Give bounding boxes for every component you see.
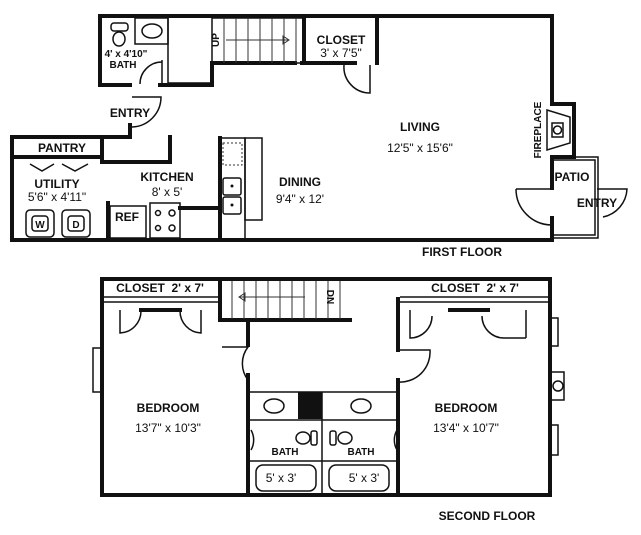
dining-label: DINING	[279, 175, 321, 189]
fireplace-icon	[546, 108, 571, 152]
dryer-icon	[61, 209, 91, 238]
sink-icon	[222, 196, 242, 215]
dryer-door	[67, 215, 85, 232]
bathtub-icon	[255, 464, 317, 492]
toilet-icon	[295, 431, 311, 445]
bathtub-icon	[328, 464, 390, 492]
bath-walls	[250, 391, 398, 495]
closet-left-doors[interactable]	[119, 309, 202, 334]
kitchen-label: KITCHEN	[140, 170, 193, 184]
drain-icon	[230, 203, 234, 207]
toilet-icon	[337, 431, 353, 445]
bath-right-label: BATH	[347, 447, 374, 458]
patio-fence	[554, 156, 599, 239]
tub-left-dims: 5' x 3'	[266, 471, 297, 485]
bath-left-label: BATH	[271, 447, 298, 458]
burner-icons	[154, 209, 176, 232]
closet-left-wall	[104, 296, 220, 303]
first-floor: 4' x 4'10" BATH ENTRY UP CLOSET 3' x 7'5…	[10, 14, 628, 259]
stair-treads	[231, 281, 341, 319]
chimney	[549, 371, 565, 401]
closet-door[interactable]	[343, 64, 371, 94]
dishwasher-icon	[222, 142, 243, 166]
fireplace-label: FIREPLACE	[533, 101, 544, 158]
utility-label: UTILITY	[34, 177, 79, 191]
toilet-bowl-icon	[112, 31, 126, 47]
patio-entry-label: ENTRY	[577, 196, 617, 210]
bath-label: BATH	[109, 60, 136, 71]
closet-label: CLOSET	[317, 33, 366, 47]
toilet-tank	[329, 430, 337, 446]
sink-icon	[134, 17, 169, 45]
arrow-right-icon	[226, 35, 290, 45]
bedroom-right-dims: 13'4" x 10'7"	[433, 421, 499, 435]
fireplace-box	[551, 122, 564, 138]
closet-right-wall	[400, 296, 548, 303]
second-floor: CLOSET 2' x 7' DN CLOSET 2' x 7' BEDROOM…	[92, 277, 565, 523]
washer-label: W	[35, 220, 45, 231]
closet-right-doors[interactable]	[409, 310, 527, 339]
washer-icon	[25, 209, 55, 238]
sink-icon	[222, 177, 242, 196]
chimney-flue-icon	[552, 380, 564, 392]
chase-block	[298, 392, 322, 419]
hallway-walls	[246, 297, 400, 497]
utility-dims: 5'6" x 4'11"	[28, 190, 86, 204]
first-floor-title: FIRST FLOOR	[422, 245, 502, 259]
window	[549, 317, 559, 347]
stove-icon	[149, 202, 181, 239]
toilet-tank	[310, 430, 318, 446]
first-floor-walls	[10, 14, 576, 242]
window	[549, 424, 559, 456]
second-floor-title: SECOND FLOOR	[439, 509, 536, 523]
bath-door[interactable]	[139, 60, 163, 85]
stairs-up-label: UP	[211, 33, 222, 47]
stairs-down[interactable]: DN	[218, 277, 352, 322]
arrow-left-icon	[238, 292, 305, 302]
bath-first-floor: 4' x 4'10" BATH	[105, 17, 210, 85]
tub-right-dims: 5' x 3'	[349, 471, 380, 485]
bedroom-left-dims: 13'7" x 10'3"	[135, 421, 201, 435]
bedroom-left-label: BEDROOM	[137, 401, 200, 415]
refrigerator-label: REF	[115, 210, 139, 224]
stairs-up[interactable]: UP	[211, 17, 305, 64]
drain-icon	[230, 184, 234, 188]
bifold-door[interactable]	[29, 163, 89, 172]
stairs-wall	[218, 277, 352, 322]
closet-right-label: CLOSET 2' x 7'	[431, 281, 519, 295]
patio-door[interactable]	[515, 188, 628, 226]
bedroom-right-label: BEDROOM	[435, 401, 498, 415]
bath-doors[interactable]	[250, 429, 398, 451]
dining-dims: 9'4" x 12'	[276, 192, 324, 206]
stairs-down-label: DN	[324, 290, 335, 304]
entry-door[interactable]	[131, 96, 162, 128]
closet-left-label: CLOSET 2' x 7'	[116, 281, 204, 295]
entry-label: ENTRY	[110, 106, 150, 120]
kitchen-walls	[178, 136, 222, 242]
washer-door	[31, 215, 49, 232]
bath-dims: 4' x 4'10"	[105, 49, 148, 60]
patio-label: PATIO	[555, 170, 590, 184]
window	[92, 347, 103, 393]
peninsula-counter	[244, 137, 263, 221]
fireplace-circle	[552, 125, 563, 135]
sink-icon	[263, 398, 285, 414]
pantry-label: PANTRY	[38, 141, 86, 155]
sink-basin-icon	[141, 23, 163, 39]
dryer-label: D	[72, 220, 79, 231]
refrigerator-icon	[109, 205, 147, 239]
living-dims: 12'5" x 15'6"	[387, 141, 453, 155]
sink-icon	[350, 398, 372, 414]
pantry-walls	[10, 135, 172, 242]
toilet-icon	[110, 22, 129, 32]
kitchen-dims: 8' x 5'	[152, 185, 183, 199]
living-label: LIVING	[400, 120, 440, 134]
closet-dims: 3' x 7'5"	[320, 46, 362, 60]
linen-closet	[167, 18, 210, 84]
bedroom-doors[interactable]	[222, 346, 431, 383]
